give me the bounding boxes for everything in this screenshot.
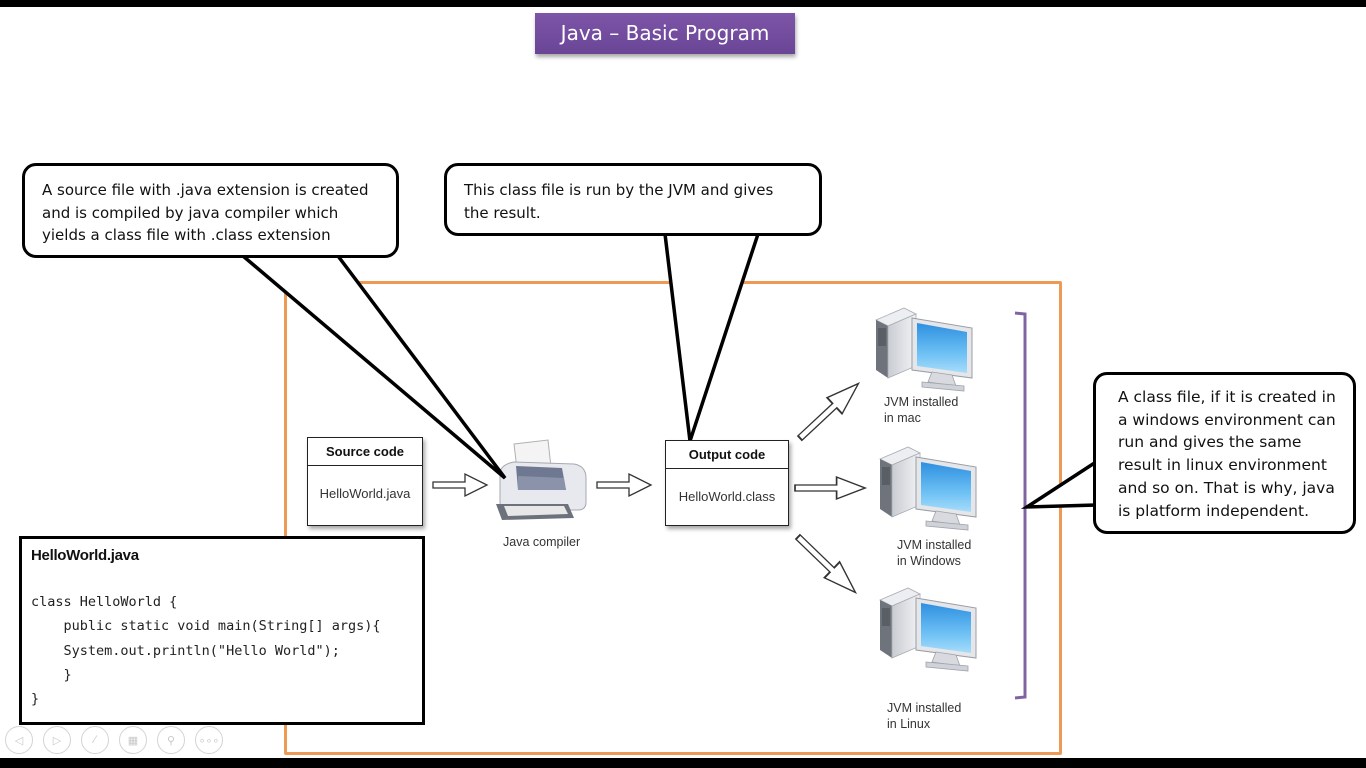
code-line: class HelloWorld { — [31, 594, 178, 610]
callout-class-file: This class file is run by the JVM and gi… — [444, 163, 822, 236]
code-lines: class HelloWorld { public static void ma… — [31, 590, 413, 711]
slide-title: Java – Basic Program — [535, 13, 795, 54]
target-label-linux: JVM installed in Linux — [887, 700, 961, 732]
callout-source-file: A source file with .java extension is cr… — [22, 163, 399, 258]
callout-line: A source file with .java extension is cr… — [42, 181, 369, 199]
code-sample-box: HelloWorld.java class HelloWorld { publi… — [19, 536, 425, 725]
previous-icon[interactable]: ◁ — [5, 726, 33, 754]
callout3-tail — [1020, 458, 1098, 509]
callout-platform-independent: A class file, if it is created in a wind… — [1093, 372, 1356, 534]
target-label-mac: JVM installed in mac — [884, 394, 958, 426]
more-options-icon[interactable]: ∘∘∘ — [195, 726, 223, 754]
arrow-compiler-to-output — [596, 473, 652, 497]
target-label-line: JVM installed — [887, 701, 962, 715]
code-line: } — [31, 691, 40, 708]
callout-line: the result. — [464, 203, 541, 222]
output-code-filename: HelloWorld.class — [678, 489, 776, 504]
output-code-box: Output code HelloWorld.class — [665, 440, 789, 526]
zoom-icon[interactable]: ⚲ — [157, 726, 185, 754]
callout-line: run and gives the same — [1118, 433, 1302, 452]
callout2-tail — [663, 232, 761, 442]
arrow-output-to-mac — [791, 374, 867, 447]
code-line: System.out.println("Hello World"); — [31, 642, 340, 659]
target-label-line: JVM installed — [884, 395, 959, 409]
computer-icon-windows — [879, 446, 977, 531]
platform-bracket — [1014, 311, 1027, 700]
target-label-windows: JVM installed in Windows — [897, 537, 971, 569]
arrow-output-to-windows — [794, 476, 867, 500]
source-code-header: Source code — [308, 438, 422, 466]
target-label-line: in mac — [884, 411, 921, 425]
pen-icon[interactable]: ∕ — [81, 726, 109, 754]
next-icon[interactable]: ▷ — [43, 726, 71, 754]
callout-line: and is compiled by java compiler which — [42, 203, 339, 222]
callout-line: A class file, if it is created in — [1118, 388, 1336, 406]
target-label-line: in Linux — [887, 717, 931, 731]
source-code-filename: HelloWorld.java — [319, 486, 411, 501]
code-line: } — [31, 666, 72, 683]
top-black-bar — [0, 0, 1366, 7]
computer-icon-linux — [879, 587, 977, 672]
target-label-line: JVM installed — [897, 538, 972, 552]
bottom-black-bar — [0, 758, 1366, 768]
computer-icon-mac — [875, 307, 973, 392]
code-filename: HelloWorld.java — [31, 547, 139, 564]
callout-line: result in linux environment — [1118, 456, 1327, 475]
callout-line: and so on. That is why, java — [1118, 478, 1335, 497]
callout-line: This class file is run by the JVM and gi… — [464, 181, 774, 199]
arrow-source-to-compiler — [432, 473, 488, 497]
compiler-label: Java compiler — [503, 535, 581, 549]
callout-line: a windows environment can — [1118, 410, 1336, 429]
printer-icon — [496, 439, 587, 520]
output-code-header: Output code — [666, 441, 788, 469]
arrow-output-to-linux — [789, 528, 864, 602]
target-label-line: in Windows — [897, 554, 961, 568]
code-line: public static void main(String[] args){ — [31, 618, 381, 635]
callout-line: yields a class file with .class extensio… — [42, 226, 331, 244]
slides-grid-icon[interactable]: ▦ — [119, 726, 147, 754]
callout-line: is platform independent. — [1118, 501, 1310, 520]
slideshow-controls: ◁ ▷ ∕ ▦ ⚲ ∘∘∘ — [5, 726, 223, 754]
source-code-box: Source code HelloWorld.java — [307, 437, 423, 526]
